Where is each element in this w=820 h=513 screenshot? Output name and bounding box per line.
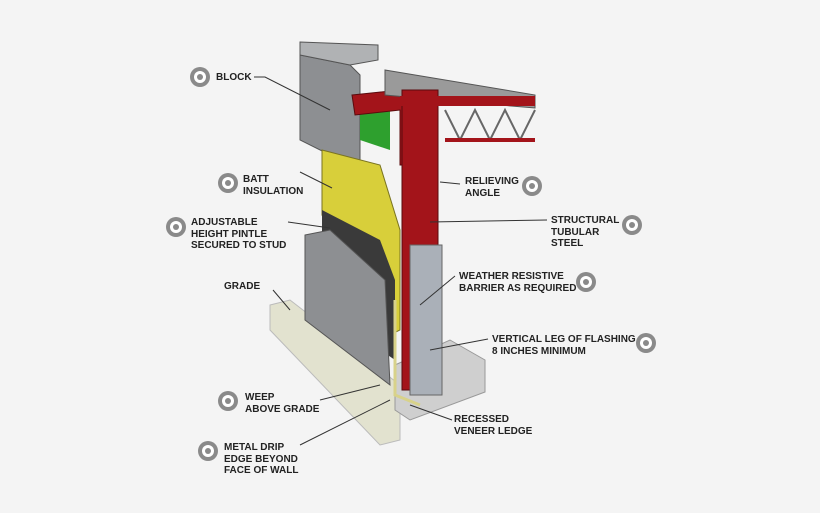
joist-web bbox=[444, 107, 536, 143]
target-icon[interactable] bbox=[166, 217, 186, 237]
leader-lines bbox=[254, 76, 548, 446]
target-icon[interactable] bbox=[576, 272, 596, 292]
target-icon[interactable] bbox=[522, 176, 542, 196]
grade-slab bbox=[269, 299, 401, 446]
label-block: BLOCK bbox=[216, 72, 252, 83]
metal-stud bbox=[409, 244, 443, 396]
steel-beam bbox=[400, 96, 535, 106]
target-icon[interactable] bbox=[198, 441, 218, 461]
target-icon[interactable] bbox=[218, 391, 238, 411]
label-grade: GRADE bbox=[224, 281, 261, 292]
block-cap bbox=[299, 41, 379, 66]
target-icon[interactable] bbox=[636, 333, 656, 353]
flashing bbox=[393, 300, 421, 407]
target-icon[interactable] bbox=[218, 173, 238, 193]
target-icon[interactable] bbox=[190, 67, 210, 87]
lower-block-wall bbox=[304, 229, 391, 387]
target-icon[interactable] bbox=[622, 215, 642, 235]
